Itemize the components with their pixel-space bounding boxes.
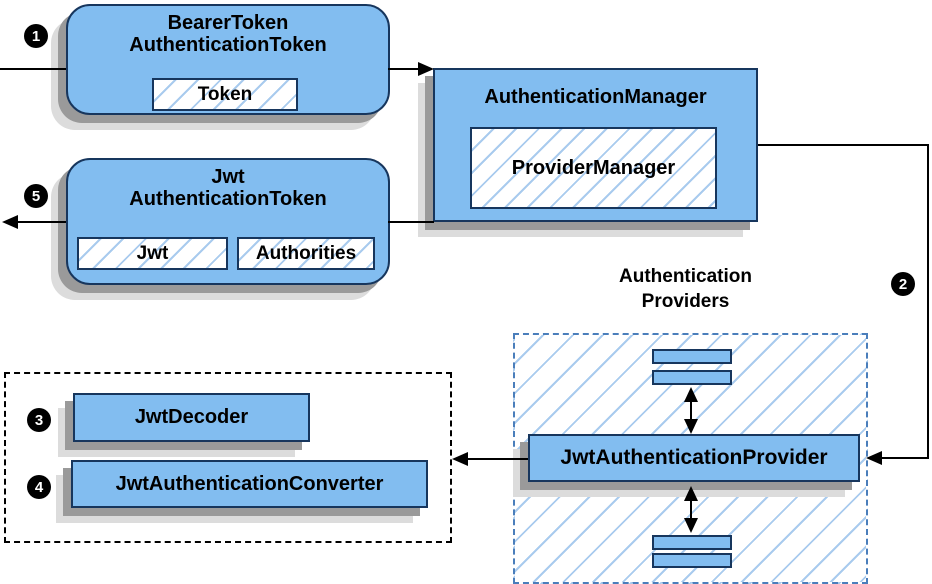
jwt-token-box-title: Jwt AuthenticationToken bbox=[68, 166, 388, 210]
provider-manager-box: ProviderManager bbox=[470, 127, 717, 209]
jwt-authentication-provider-box: JwtAuthenticationProvider bbox=[528, 434, 860, 482]
arrowhead-result-out-icon bbox=[2, 215, 18, 229]
provider-placeholder-bar bbox=[652, 349, 732, 364]
provider-placeholder-bar bbox=[652, 535, 732, 550]
jwt-authentication-token-box: Jwt AuthenticationToken Jwt Authorities bbox=[66, 158, 390, 285]
bearer-token-box-title-line1: BearerToken bbox=[167, 12, 289, 34]
authentication-manager-box: AuthenticationManager ProviderManager bbox=[433, 68, 758, 222]
jwt-decoder-box: JwtDecoder bbox=[73, 393, 310, 442]
authentication-providers-label-line2: Providers bbox=[641, 291, 730, 312]
bearer-token-box-title: BearerToken AuthenticationToken bbox=[68, 12, 388, 56]
step-4-badge: 4 bbox=[27, 475, 51, 499]
provider-placeholder-bar bbox=[652, 370, 732, 385]
token-chip: Token bbox=[152, 78, 298, 111]
jwt-token-box-title-line2: AuthenticationToken bbox=[129, 188, 327, 210]
step-5-badge: 5 bbox=[24, 184, 48, 208]
jwt-token-box-title-line1: Jwt bbox=[211, 166, 245, 188]
provider-placeholder-bar bbox=[652, 553, 732, 568]
authorities-chip: Authorities bbox=[237, 237, 375, 270]
step-3-badge: 3 bbox=[27, 408, 51, 432]
jwt-authentication-converter-box: JwtAuthenticationConverter bbox=[71, 460, 428, 508]
step-2-badge: 2 bbox=[891, 272, 915, 296]
authentication-providers-label-line1: Authentication bbox=[619, 266, 752, 287]
authentication-manager-title: AuthenticationManager bbox=[484, 86, 707, 108]
arrowhead-into-converter-group-icon bbox=[452, 452, 468, 466]
step-1-badge: 1 bbox=[24, 24, 48, 48]
bearer-token-authentication-token-box: BearerToken AuthenticationToken Token bbox=[66, 4, 390, 115]
bearer-token-box-title-line2: AuthenticationToken bbox=[129, 34, 327, 56]
authentication-providers-label: Authentication Providers bbox=[558, 264, 813, 314]
arrowhead-into-manager-icon bbox=[418, 62, 434, 76]
jwt-chip: Jwt bbox=[77, 237, 228, 270]
arrowhead-into-provider-icon bbox=[866, 451, 882, 465]
